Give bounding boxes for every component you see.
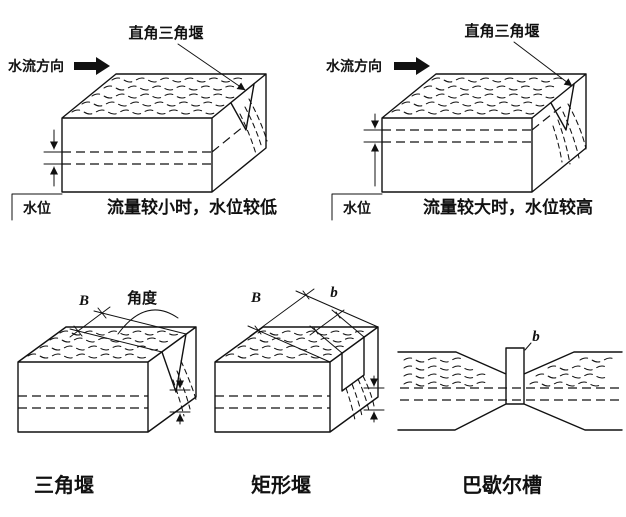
caption: 流量较大时，水位较高 bbox=[423, 197, 593, 217]
water-level-label: 水位 bbox=[343, 200, 371, 216]
diagram-triangular-weir: B 角度 三角堰 bbox=[17, 289, 198, 497]
flume-outline bbox=[397, 347, 623, 431]
head-ticks bbox=[363, 387, 385, 411]
caption: 三角堰 bbox=[34, 473, 94, 497]
water-level-dashes bbox=[62, 125, 245, 165]
water-level-dashes bbox=[18, 395, 148, 409]
notch-dimension-ticks bbox=[313, 311, 341, 335]
water-level-ticks bbox=[363, 129, 387, 143]
water-level-label: 水位 bbox=[23, 200, 51, 216]
weir-type-label: 直角三角堰 bbox=[128, 24, 203, 42]
angle-label: 角度 bbox=[127, 289, 158, 307]
water-level-dashes bbox=[382, 105, 563, 143]
level-label-bracket bbox=[331, 193, 383, 221]
nappe-flow bbox=[172, 360, 198, 417]
notch-width-label: b bbox=[330, 285, 338, 301]
water-surface-texture bbox=[27, 330, 181, 359]
width-dimension-ticks bbox=[254, 290, 310, 335]
diagram-low-flow: 直角三角堰 水流方向 水位 流量较小时，水位较低 bbox=[8, 24, 277, 221]
water-surface-texture bbox=[225, 330, 367, 359]
vnotch-edges bbox=[550, 83, 575, 131]
flow-direction-arrow-icon bbox=[74, 57, 110, 75]
diagram-high-flow: 直角三角堰 水流方向 水位 流量较大时，水位较高 bbox=[326, 22, 593, 221]
vnotch-edges bbox=[161, 333, 187, 393]
water-surface-texture bbox=[391, 77, 565, 115]
weir-leader-line bbox=[177, 43, 246, 91]
diagram-parshall-flume: b 巴歇尔槽 bbox=[397, 329, 623, 497]
nappe-flow bbox=[552, 103, 587, 165]
width-label: B bbox=[78, 293, 89, 309]
throat-leader-line bbox=[524, 342, 532, 351]
width-extension-lines bbox=[247, 290, 379, 363]
angle-arc bbox=[117, 309, 179, 335]
caption: 矩形堰 bbox=[251, 473, 311, 497]
channel-outline bbox=[381, 73, 587, 193]
water-level-dashes bbox=[400, 387, 620, 401]
flow-direction-label: 水流方向 bbox=[8, 58, 64, 74]
width-label: B bbox=[250, 290, 261, 306]
channel-outline bbox=[61, 73, 267, 193]
head-ticks bbox=[169, 389, 191, 413]
width-dimension-line bbox=[69, 306, 111, 338]
throat-width-label: b bbox=[532, 329, 540, 345]
weir-leader-line bbox=[513, 41, 573, 87]
nappe-flow bbox=[239, 98, 268, 155]
width-extension-lines bbox=[69, 310, 187, 353]
vnotch-edges bbox=[230, 83, 255, 131]
flow-direction-arrow-icon bbox=[394, 57, 430, 75]
water-surface-texture bbox=[71, 77, 245, 115]
caption: 流量较小时，水位较低 bbox=[107, 197, 277, 217]
diagram-rectangular-weir: B b 矩形堰 bbox=[214, 285, 385, 497]
nappe-flow bbox=[345, 375, 375, 421]
width-dimension-ticks bbox=[73, 307, 107, 337]
water-level-ticks bbox=[43, 151, 65, 165]
water-level-dashes bbox=[215, 395, 330, 409]
flow-direction-label: 水流方向 bbox=[326, 58, 382, 74]
level-label-bracket bbox=[11, 193, 63, 221]
weir-type-label: 直角三角堰 bbox=[464, 22, 539, 40]
width-dimension-line bbox=[249, 288, 315, 337]
channel-outline bbox=[17, 326, 197, 433]
caption: 巴歇尔槽 bbox=[462, 473, 542, 497]
water-surface-texture bbox=[403, 357, 617, 387]
rect-notch-edges bbox=[341, 336, 365, 392]
channel-outline bbox=[214, 326, 379, 433]
